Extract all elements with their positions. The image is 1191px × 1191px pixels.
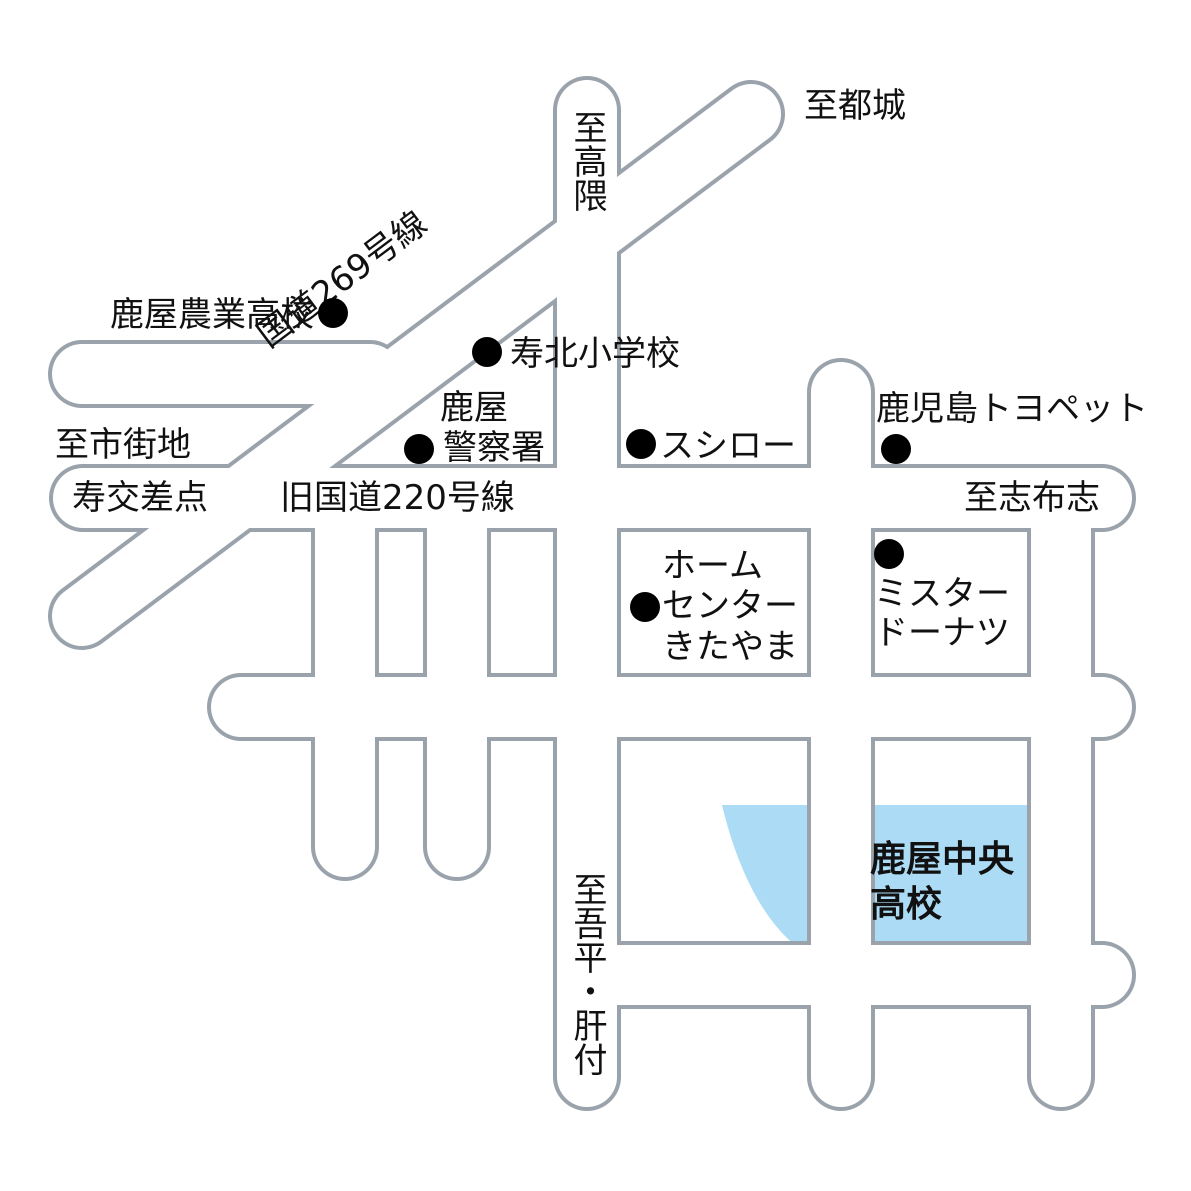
school-grounds (864, 805, 1035, 949)
police-station-line2: 警察署 (443, 428, 545, 468)
kotobuki-junction-label: 寿交差点 (72, 478, 208, 518)
sushiro-label: スシロー (626, 426, 796, 466)
destination-school-line2: 高校 (870, 884, 943, 925)
marker-dot-icon (318, 298, 348, 328)
marker-dot-icon (881, 434, 911, 464)
to-takakuma-label: 至高隈 (567, 110, 607, 212)
to-shigaichi-label: 至市街地 (55, 425, 191, 465)
misdo-line2: ドーナツ (874, 613, 1010, 653)
marker-dot-icon (472, 337, 502, 367)
homecenter-line3: きたやま (662, 627, 798, 667)
police-station-line1: 鹿屋 (440, 388, 508, 428)
kotobuki-north-elem-label: 寿北小学校 (472, 334, 680, 374)
sushiro-name: スシロー (660, 426, 796, 466)
road-fills (52, 80, 1132, 1107)
kanoya-agri-school-name: 鹿屋農業高校 (110, 295, 314, 335)
marker-dot-icon (404, 434, 434, 464)
kanoya-agri-school-label: 鹿屋農業高校 (110, 295, 348, 335)
school-field (722, 805, 818, 949)
destination-school-line1: 鹿屋中央 (870, 839, 1015, 880)
old-route-220-label: 旧国道220号線 (280, 478, 515, 518)
to-aira-kimotsuki-label: 至吾平・肝付 (567, 872, 607, 1076)
homecenter-line2: センター (662, 586, 798, 626)
toyopet-label: 鹿児島トヨペット (876, 389, 1148, 429)
to-shibushi-label: 至志布志 (964, 478, 1100, 518)
marker-dot-icon (630, 592, 660, 622)
kotobuki-north-elem-name: 寿北小学校 (510, 334, 680, 374)
homecenter-line1: ホーム (662, 546, 763, 586)
misdo-line1: ミスター (874, 574, 1010, 614)
marker-dot-icon (874, 539, 904, 569)
to-miyakonojo-label: 至都城 (804, 86, 906, 126)
marker-dot-icon (626, 429, 656, 459)
